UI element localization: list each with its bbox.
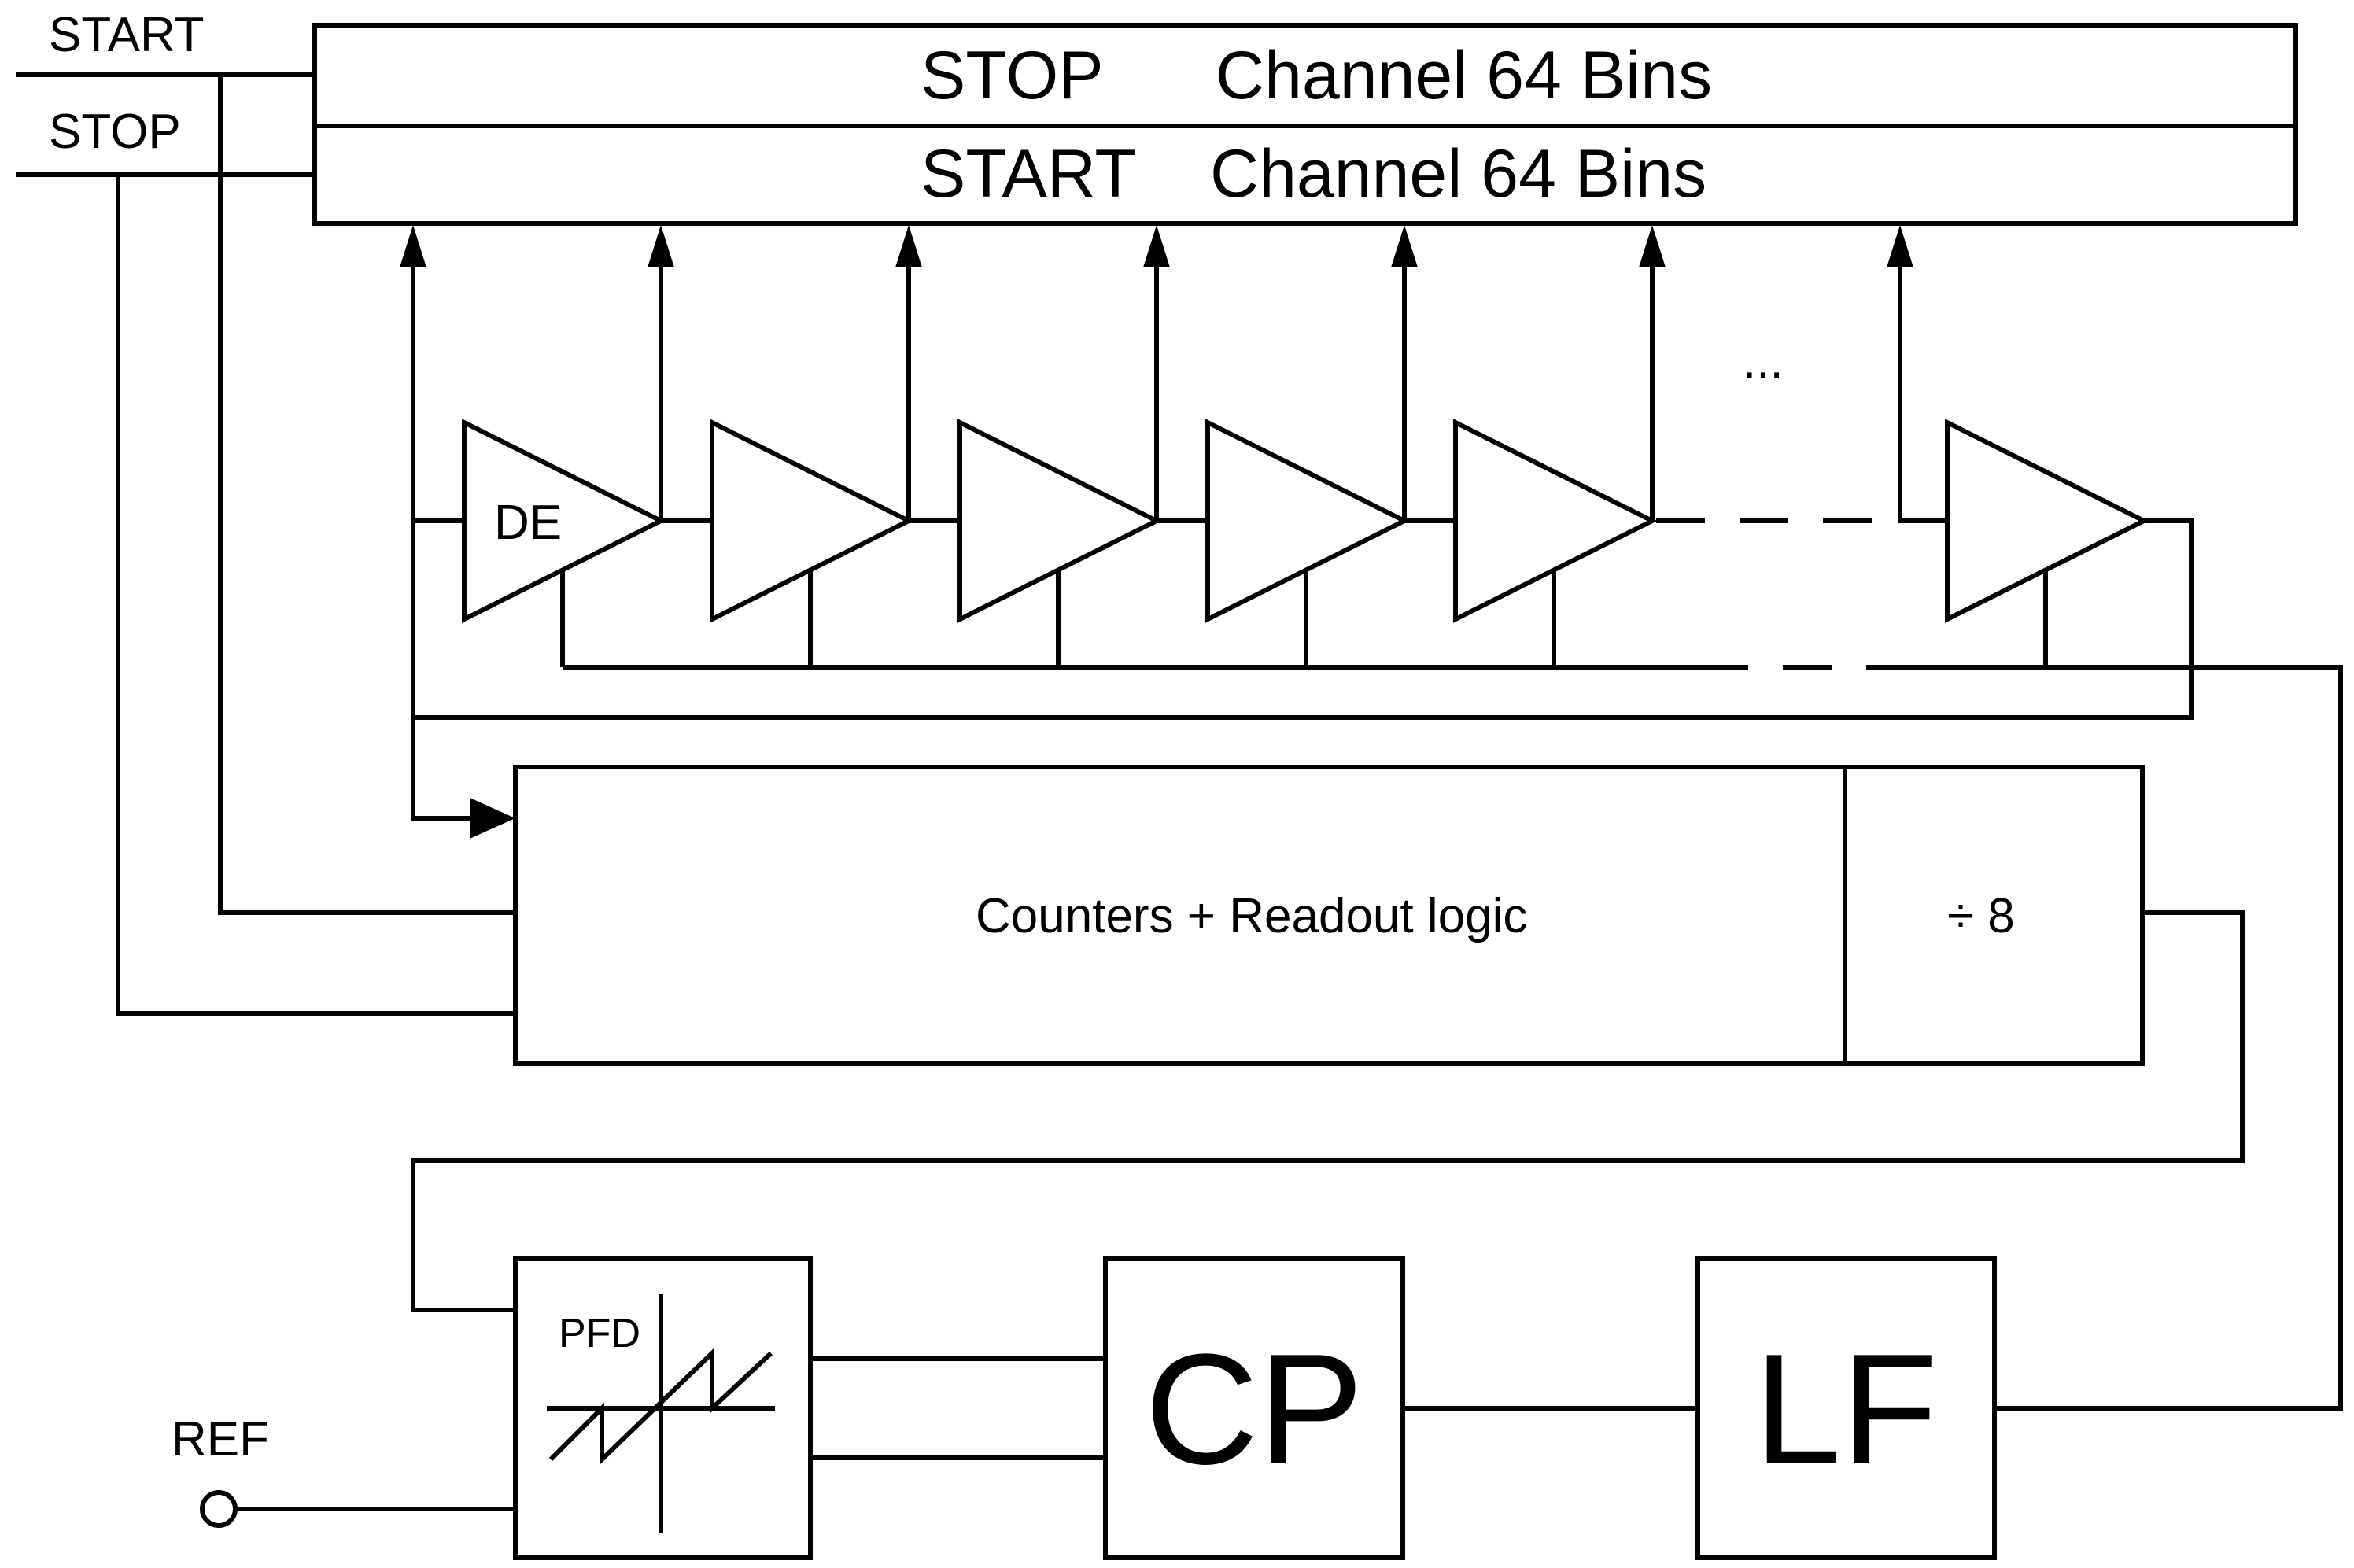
delay-element-last bbox=[1945, 419, 2149, 623]
stop-row-label: Channel 64 Bins bbox=[1216, 38, 1712, 113]
divider-label: ÷ 8 bbox=[1947, 889, 2015, 943]
delay-element-2 bbox=[710, 419, 914, 623]
lf-label: LF bbox=[1754, 1322, 1937, 1497]
counters-block: Counters + Readout logic ÷ 8 bbox=[411, 718, 2245, 1312]
pfd-block: PFD bbox=[513, 1256, 813, 1560]
start-row-name: START bbox=[921, 136, 1136, 212]
stop-input-label: STOP bbox=[49, 105, 181, 159]
ref-input-label: REF bbox=[172, 1412, 269, 1467]
ref-terminal-icon bbox=[200, 1490, 238, 1528]
delay-element-4 bbox=[1205, 419, 1410, 623]
delay-element-label: DE bbox=[494, 496, 562, 550]
delay-element-1 bbox=[462, 419, 666, 623]
delay-elements: DE ... bbox=[413, 334, 2194, 720]
start-row-label: Channel 64 Bins bbox=[1210, 136, 1706, 212]
delay-line-ellipsis: ... bbox=[1743, 334, 1784, 389]
stop-row-name: STOP bbox=[921, 38, 1104, 113]
pfd-to-cp bbox=[810, 1356, 1105, 1460]
ref-input: REF bbox=[172, 1412, 515, 1528]
lf-block: LF bbox=[1695, 1256, 1997, 1560]
tap-arrows bbox=[400, 225, 1947, 818]
stop-input: STOP bbox=[16, 105, 515, 1016]
delay-element-5 bbox=[1453, 419, 1658, 623]
start-input-label: START bbox=[49, 8, 205, 62]
bins-register: STOP Channel 64 Bins START Channel 64 Bi… bbox=[312, 23, 2298, 226]
pfd-transfer-icon bbox=[547, 1294, 775, 1533]
control-bus bbox=[560, 570, 2343, 1411]
pfd-label: PFD bbox=[559, 1311, 640, 1356]
start-input: START bbox=[16, 8, 515, 915]
delay-element-3 bbox=[957, 419, 1162, 623]
cp-label: CP bbox=[1145, 1322, 1363, 1497]
cp-block: CP bbox=[1103, 1256, 1405, 1560]
counters-label: Counters + Readout logic bbox=[976, 889, 1527, 943]
